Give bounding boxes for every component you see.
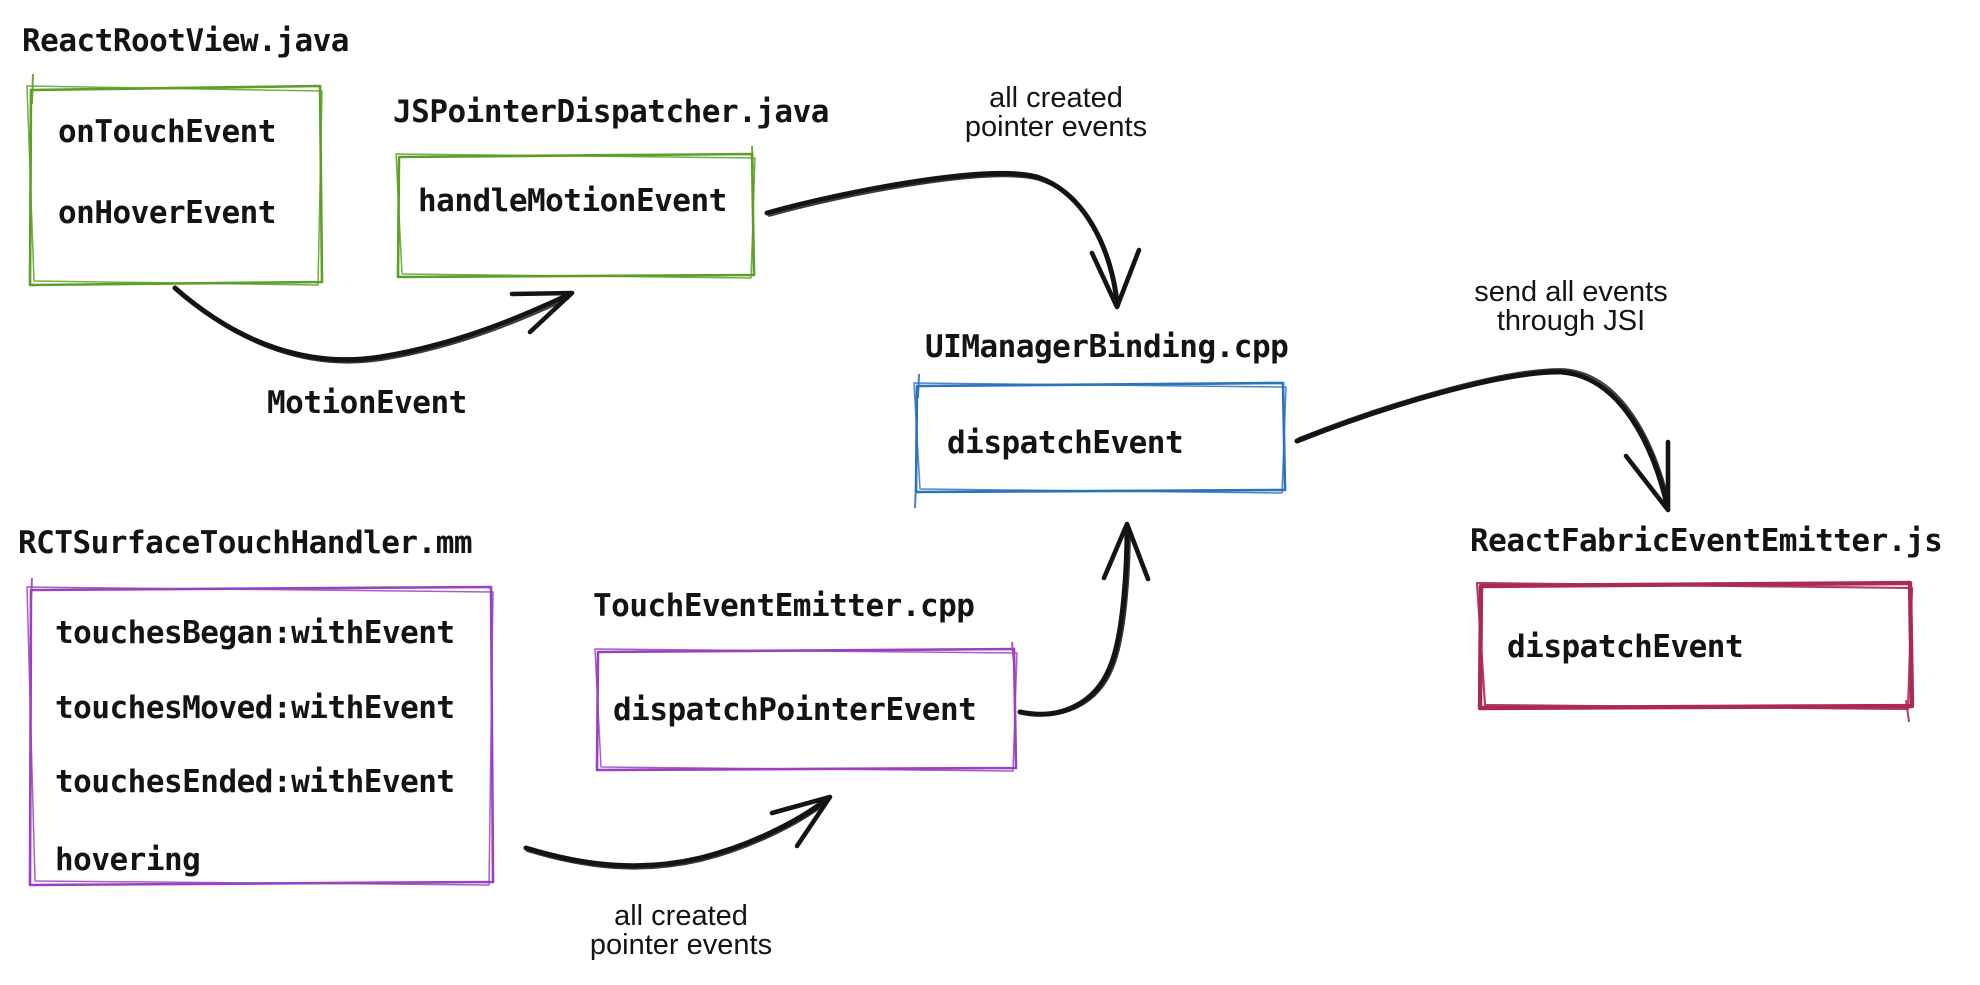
file-title-toucheventemitter: TouchEventEmitter.cpp [593, 588, 975, 624]
border-stroke [28, 84, 324, 287]
method-ontouchevent: onTouchEvent [58, 114, 276, 150]
reactfabriceventemitter-box-border [1475, 580, 1915, 723]
edge-label-line: pointer events [964, 111, 1148, 143]
corner-overshoot [30, 577, 33, 601]
edge-label-all-created-pointer-events-top: all created pointer events [931, 84, 1181, 142]
edge-all-created-pointer-events-bottom-arrow [523, 794, 833, 870]
method-handlemotionevent: handleMotionEvent [418, 183, 727, 219]
arrowhead [1089, 247, 1142, 310]
file-title-rctsurfacetouchhandler: RCTSurfaceTouchHandler.mm [18, 525, 473, 561]
border-stroke [396, 152, 756, 279]
method-touchesbegan: touchesBegan:withEvent [55, 615, 455, 651]
edge-all-created-pointer-events-top-arrow [764, 171, 1142, 310]
border-stroke [595, 647, 1018, 772]
edge-label-send-all-events-through-jsi: send all events through JSI [1446, 278, 1696, 336]
edge-label-motionevent: MotionEvent [267, 385, 467, 421]
arrow-stroke [1017, 525, 1130, 717]
arrowhead [769, 794, 833, 849]
edge-label-line: through JSI [1496, 305, 1646, 337]
arrowhead [509, 290, 575, 335]
reactrootview-box-border [26, 73, 324, 287]
border-echo [26, 586, 494, 886]
corner-overshoot [1905, 699, 1910, 723]
method-onhoverevent: onHoverEvent [58, 195, 276, 231]
method-touchesended: touchesEnded:withEvent [55, 764, 455, 800]
arrow-stroke [523, 796, 830, 869]
edges [172, 171, 1671, 870]
edge-send-all-events-through-jsi-arrow [1294, 368, 1671, 513]
border-stroke [914, 381, 1287, 494]
edge-label-line: pointer events [589, 929, 773, 961]
corner-overshoot [31, 73, 34, 105]
border-echo [26, 85, 323, 286]
corner-overshoot [914, 373, 920, 509]
edge-label-line: send all events [1474, 276, 1668, 308]
file-title-reactfabriceventemitter: ReactFabricEventEmitter.js [1470, 523, 1943, 559]
edge-label-line: all created [989, 82, 1123, 114]
arrowhead [1623, 439, 1671, 513]
arrowhead [1101, 521, 1151, 582]
method-dispatchpointerevent: dispatchPointerEvent [613, 692, 977, 728]
edge-dispatchpointerevent-to-dispatchevent-arrow [1017, 521, 1151, 717]
edge-label-line: all created [614, 900, 748, 932]
border-stroke [1477, 580, 1915, 711]
corner-overshoot [751, 145, 754, 171]
rctsurfacetouchhandler-box-border [26, 577, 495, 887]
file-title-reactrootview: ReactRootView.java [22, 23, 349, 59]
arrow-echo [1022, 528, 1131, 717]
corner-overshoot [1011, 641, 1015, 665]
arrow-echo [1298, 368, 1670, 503]
arrow-stroke [1294, 369, 1670, 508]
border-echo [913, 382, 1287, 494]
arrow-stroke [172, 285, 569, 363]
method-dispatchevent-js: dispatchEvent [1507, 629, 1744, 665]
file-title-jspointerdispatcher: JSPointerDispatcher.java [393, 94, 829, 130]
border-stroke [28, 585, 495, 887]
arrow-echo [768, 175, 1120, 307]
method-dispatchevent-cpp: dispatchEvent [947, 425, 1184, 461]
arrow-echo [176, 290, 569, 364]
uimanagerbinding-box-border [913, 373, 1287, 509]
edge-label-all-created-pointer-events-bottom: all created pointer events [556, 902, 806, 960]
method-hovering: hovering [55, 842, 201, 878]
border-echo [594, 648, 1018, 772]
file-title-uimanagerbinding: UIManagerBinding.cpp [925, 329, 1289, 365]
jspointerdispatcher-box-border [395, 145, 756, 279]
edge-motionevent-arrow [172, 285, 575, 364]
toucheventemitter-box-border [594, 641, 1018, 772]
method-touchesmoved: touchesMoved:withEvent [55, 690, 455, 726]
arrow-echo [526, 801, 829, 870]
border-echo [395, 153, 756, 279]
